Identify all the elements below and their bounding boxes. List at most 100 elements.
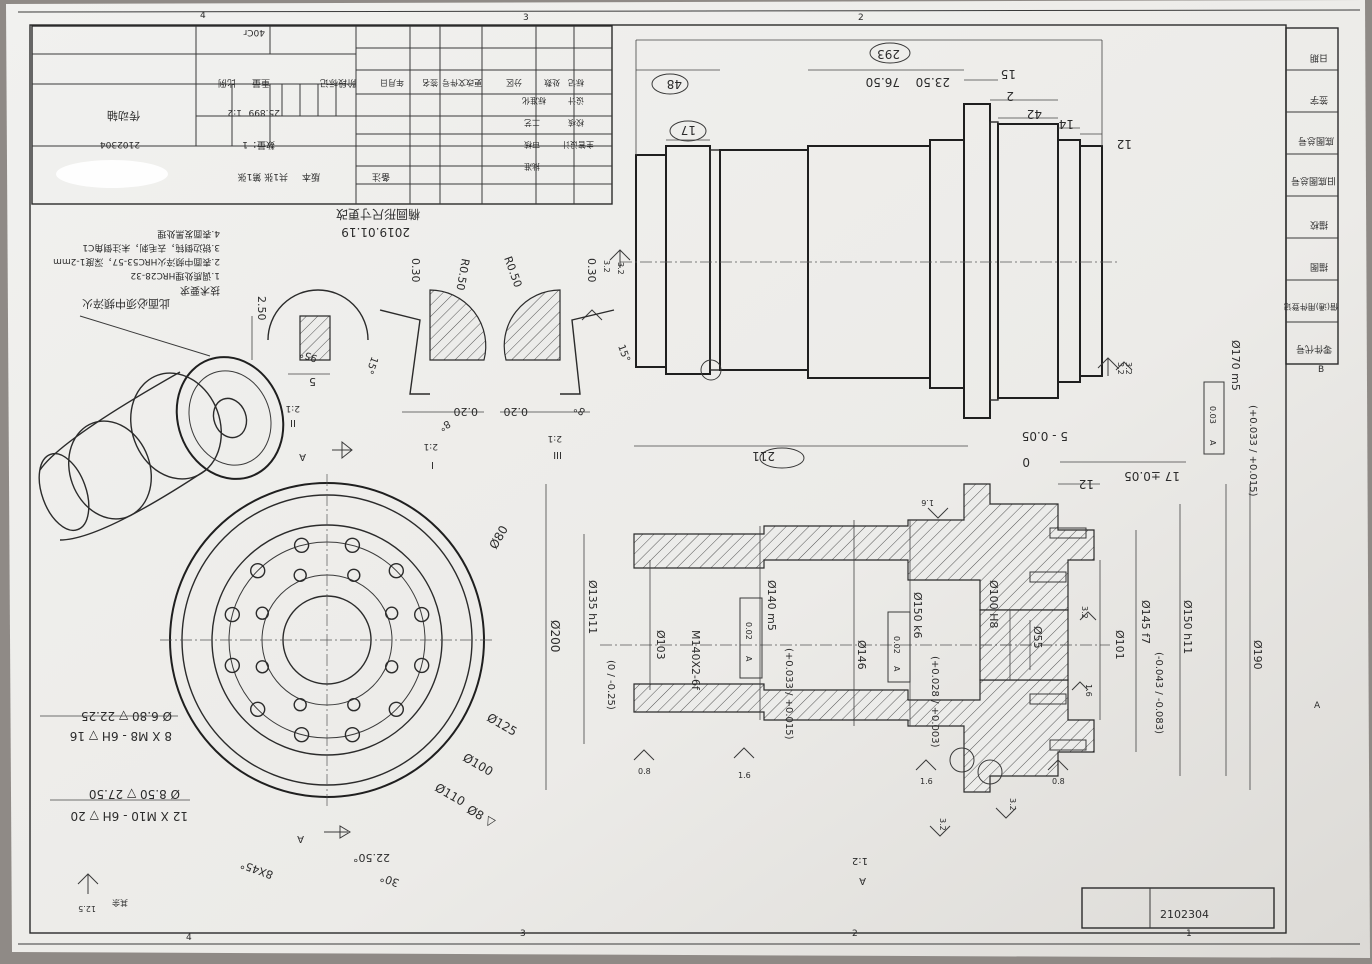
roughness-symbols: 3.2 3.2 3.2 1.6 1.6 0.8 1.6 0.8 1.6 3.2 … [77,249,1133,913]
label-review: 审核 [524,140,540,150]
bolt-hole [224,657,241,674]
title-block: 备注 版本 共1张 第1张 2102304 数量：1 传动轴 1:2 25.89… [31,25,613,205]
dim-dia-146: Ø146 [855,640,868,670]
detail-view-i [379,289,487,413]
detail-dim: 5 [309,375,316,388]
tech-req-line: 2.表面中频淬火HRC53-57，深度1-2mm [53,256,220,268]
view-labels: A A A 1:2 [297,440,868,886]
side-item-trace-check: 描校 [1310,219,1328,231]
tech-req-title: 技术要求 [180,284,220,297]
dim-thread-m8: 8 X M8 - 6H ▽ 16 [70,729,172,743]
side-item-part-code: 零件代号 [1296,343,1332,355]
gdt-frames: 0.02 A 0.02 A 0.03 A [739,381,1225,683]
roughness-value: 3.2 [938,818,947,831]
number-box [1081,887,1275,929]
drawing-border [29,24,1287,934]
dim-12-section: 12 [1079,477,1094,491]
detail-dim: 0.30 [409,258,422,283]
bolt-hole [385,606,399,620]
dim-dia-55: Ø55 [1031,626,1044,649]
detail-dim: 0.30 [585,258,598,283]
drawing-number: 2102304 [1160,908,1209,921]
detail-view-ii [500,289,615,413]
bolt-hole [293,568,307,582]
dim-dia-150-h11: Ø150 h11 [1181,600,1194,654]
detail-dim: 2.50 [255,296,268,321]
material-value: 40Cr [243,27,265,37]
dim-tol-145: (-0.043 / -0.083) [1153,652,1164,734]
revision-note-text: 椭圆形尺寸更改 [336,207,420,222]
tech-req-line: 1.调质处理HRC28-32 [130,270,220,282]
dim-dia-145: Ø145 f7 [1139,600,1152,644]
roughness-value: 3.2 [1080,606,1089,619]
zone-mark-side: B [1318,365,1324,375]
roughness-rest-label: 其余 [112,898,128,908]
dim-zero: 0 [1022,455,1030,469]
view-label-a: A [297,833,304,844]
dim-drill-8-5: Ø 8.50 ▽ 27.50 [89,787,180,801]
bolt-hole [250,563,266,579]
bolt-hole [414,657,430,674]
side-item-base-number: 底图总号 [1298,135,1334,147]
dim-2: 2 [1006,89,1014,103]
gdt-datum: A [1208,440,1217,446]
bolt-hole [344,537,361,553]
dim-tol-150: (+0.028 / +0.003) [929,656,940,748]
shaft-section-view [600,483,1110,793]
label-standardize: 标准化 [522,96,546,106]
bolt-hole [293,727,310,743]
detail-scale: 2:1 [548,433,562,443]
label-signature: 签名 [422,78,438,88]
bolt-hole [255,660,269,674]
weight-value: 25.899 [248,107,280,117]
side-item-trace: 描图 [1310,261,1328,273]
zone-mark-bottom: 4 [186,933,192,943]
view-label-a: A [859,875,866,886]
label-mark: 标记 [568,78,584,88]
detail-dim: 0.20 [504,405,529,418]
bolt-hole [388,701,404,717]
detail-angle: 8° [572,402,587,417]
dim-76-50: 76.50 [866,75,900,89]
section-dim-labels: 211 5 - 0.05 0 17 ±0.05 12 Ø200 Ø135 h11… [548,340,1264,748]
zone-mark-top: 2 [858,13,864,23]
version-label: 版本 [302,171,320,183]
zone-mark-bottom: 1 [1186,929,1192,939]
blurred-logo [56,160,168,188]
tech-requirements: 技术要求 1.调质处理HRC28-32 2.表面中频淬火HRC53-57，深度1… [53,228,220,297]
label-design: 设计 [568,96,584,106]
bolt-hole [385,660,399,674]
roughness-value: 3.2 [1008,798,1017,811]
gdt-value: 0.02 [744,622,753,640]
roughness-value: 3.2 [1116,362,1125,375]
label-check: 校核 [568,118,584,128]
detail-scale: 2:1 [286,403,300,413]
detail-angle: 8° [437,417,452,432]
quantity: 数量：1 [242,139,275,151]
dim-dia-140: Ø140 m5 [765,580,778,631]
part-name: 传动轴 [107,109,140,123]
dim-angle-22-5: 22.50° [353,851,390,864]
gdt-datum: A [744,656,753,662]
tech-req-line: 4.表面发黑处理 [157,228,220,240]
view-label-a: A [299,451,306,462]
dim-14: 14 [1059,117,1074,131]
revision-date: 2019.01.19 [341,225,410,239]
label-count: 处数 [544,78,560,88]
roughness-value: 3.2 [602,260,611,273]
detail-label: III [553,449,562,460]
detail-label: II [290,417,296,428]
roughness-value: 0.8 [1052,777,1065,786]
roughness-value: 1.6 [1084,684,1093,697]
dim-48: 48 [667,77,682,91]
bolt-hole [388,563,404,579]
dim-dia-100: Ø100 H8 [987,580,1000,628]
dim-dia-103: Ø103 [654,630,667,660]
detail-radius: R0.50 [453,257,471,291]
detail-labels: R0.50 R0.50 0.30 0.30 0.20 0.20 15° 15° … [255,255,632,470]
bolt-hole [344,727,361,743]
scale-label: 比例 [218,77,236,89]
label-zone: 分区 [506,78,522,87]
